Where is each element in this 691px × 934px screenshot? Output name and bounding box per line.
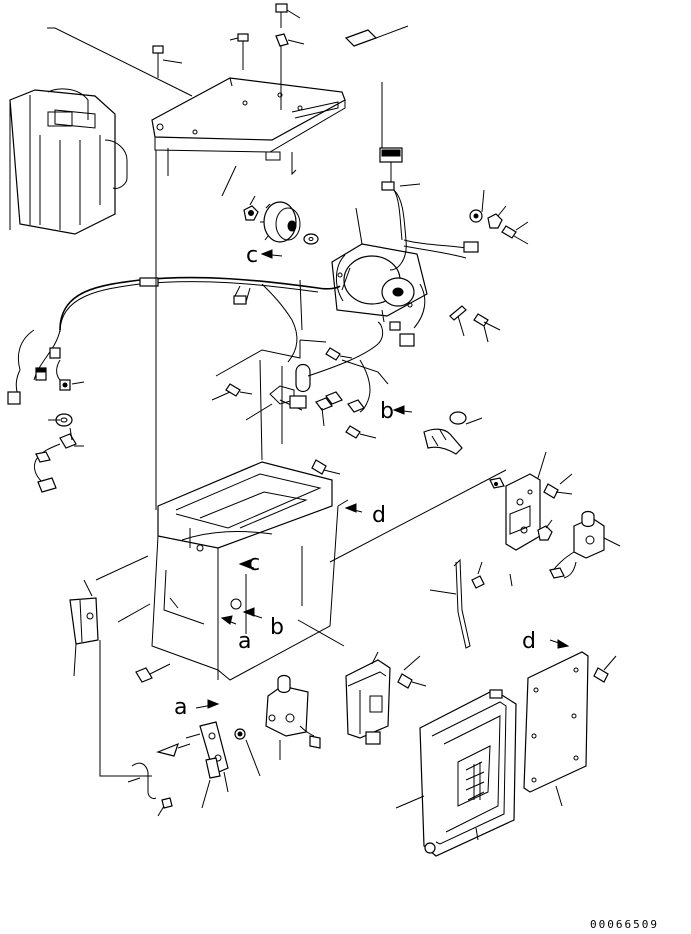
arrow-a-bottom bbox=[195, 699, 220, 709]
blower-washer bbox=[303, 233, 319, 245]
case-bolt-lower-left bbox=[135, 663, 171, 683]
panel-screw bbox=[593, 655, 617, 683]
blower-motor bbox=[331, 207, 428, 317]
arrow-b-mid bbox=[392, 405, 413, 415]
blower-nut bbox=[243, 195, 259, 221]
temperature-sensor bbox=[33, 413, 77, 493]
blower-case bbox=[151, 461, 339, 681]
damper-actuator bbox=[265, 674, 321, 749]
motor-hardware-right bbox=[449, 189, 529, 343]
side-panel-left bbox=[69, 555, 152, 777]
heater-core-unit bbox=[9, 88, 128, 235]
callout-b-case: b bbox=[270, 615, 284, 640]
cover-bolt-right bbox=[275, 3, 305, 110]
bracket-bolt-left bbox=[489, 477, 505, 489]
resistor-bracket bbox=[245, 363, 311, 421]
arrow-c-case bbox=[238, 559, 255, 569]
duct-hose bbox=[423, 411, 483, 455]
callout-a-bottom: a bbox=[174, 695, 187, 720]
arrow-d-bottom bbox=[549, 639, 570, 649]
arrow-d-mid bbox=[344, 503, 363, 513]
cover-bolt-left bbox=[152, 45, 183, 78]
controller-screw bbox=[397, 655, 427, 689]
filter-panel bbox=[523, 651, 589, 807]
document-number: 00066509 bbox=[590, 918, 659, 931]
blower-wheel bbox=[260, 201, 301, 243]
callout-c-top: c bbox=[246, 243, 258, 268]
callout-c-case: c bbox=[248, 551, 260, 576]
arrow-a-case bbox=[220, 615, 237, 625]
callout-a-case: a bbox=[238, 629, 251, 654]
damper-lever bbox=[199, 721, 229, 809]
controller-module bbox=[345, 651, 391, 745]
screw-left-bracket bbox=[211, 383, 253, 401]
screw-relay bbox=[345, 425, 377, 439]
damper-rivet bbox=[156, 733, 201, 757]
damper-clip bbox=[234, 728, 261, 777]
damper-rod bbox=[127, 762, 173, 817]
cover-bolt-center bbox=[229, 33, 249, 70]
water-valve-actuator bbox=[549, 510, 621, 579]
main-wiring-harness bbox=[7, 276, 341, 405]
arrow-b-case bbox=[242, 607, 263, 619]
callout-d-bottom: d bbox=[522, 629, 536, 654]
relay-connectors bbox=[315, 391, 365, 427]
bracket-bolt-right bbox=[543, 473, 573, 499]
filter-frame bbox=[395, 689, 517, 857]
relay-harness bbox=[307, 321, 384, 413]
callout-b-mid: b bbox=[380, 399, 394, 424]
control-rod bbox=[429, 558, 513, 649]
motor-harness bbox=[379, 147, 479, 347]
screw-harness-mid bbox=[299, 339, 353, 361]
top-cover-plate bbox=[151, 77, 346, 161]
cover-clip bbox=[344, 25, 409, 47]
arrow-c-top bbox=[260, 249, 283, 259]
bracket-nut bbox=[537, 519, 553, 541]
case-bolt-top-right bbox=[311, 459, 341, 475]
callout-d-mid: d bbox=[372, 503, 386, 528]
